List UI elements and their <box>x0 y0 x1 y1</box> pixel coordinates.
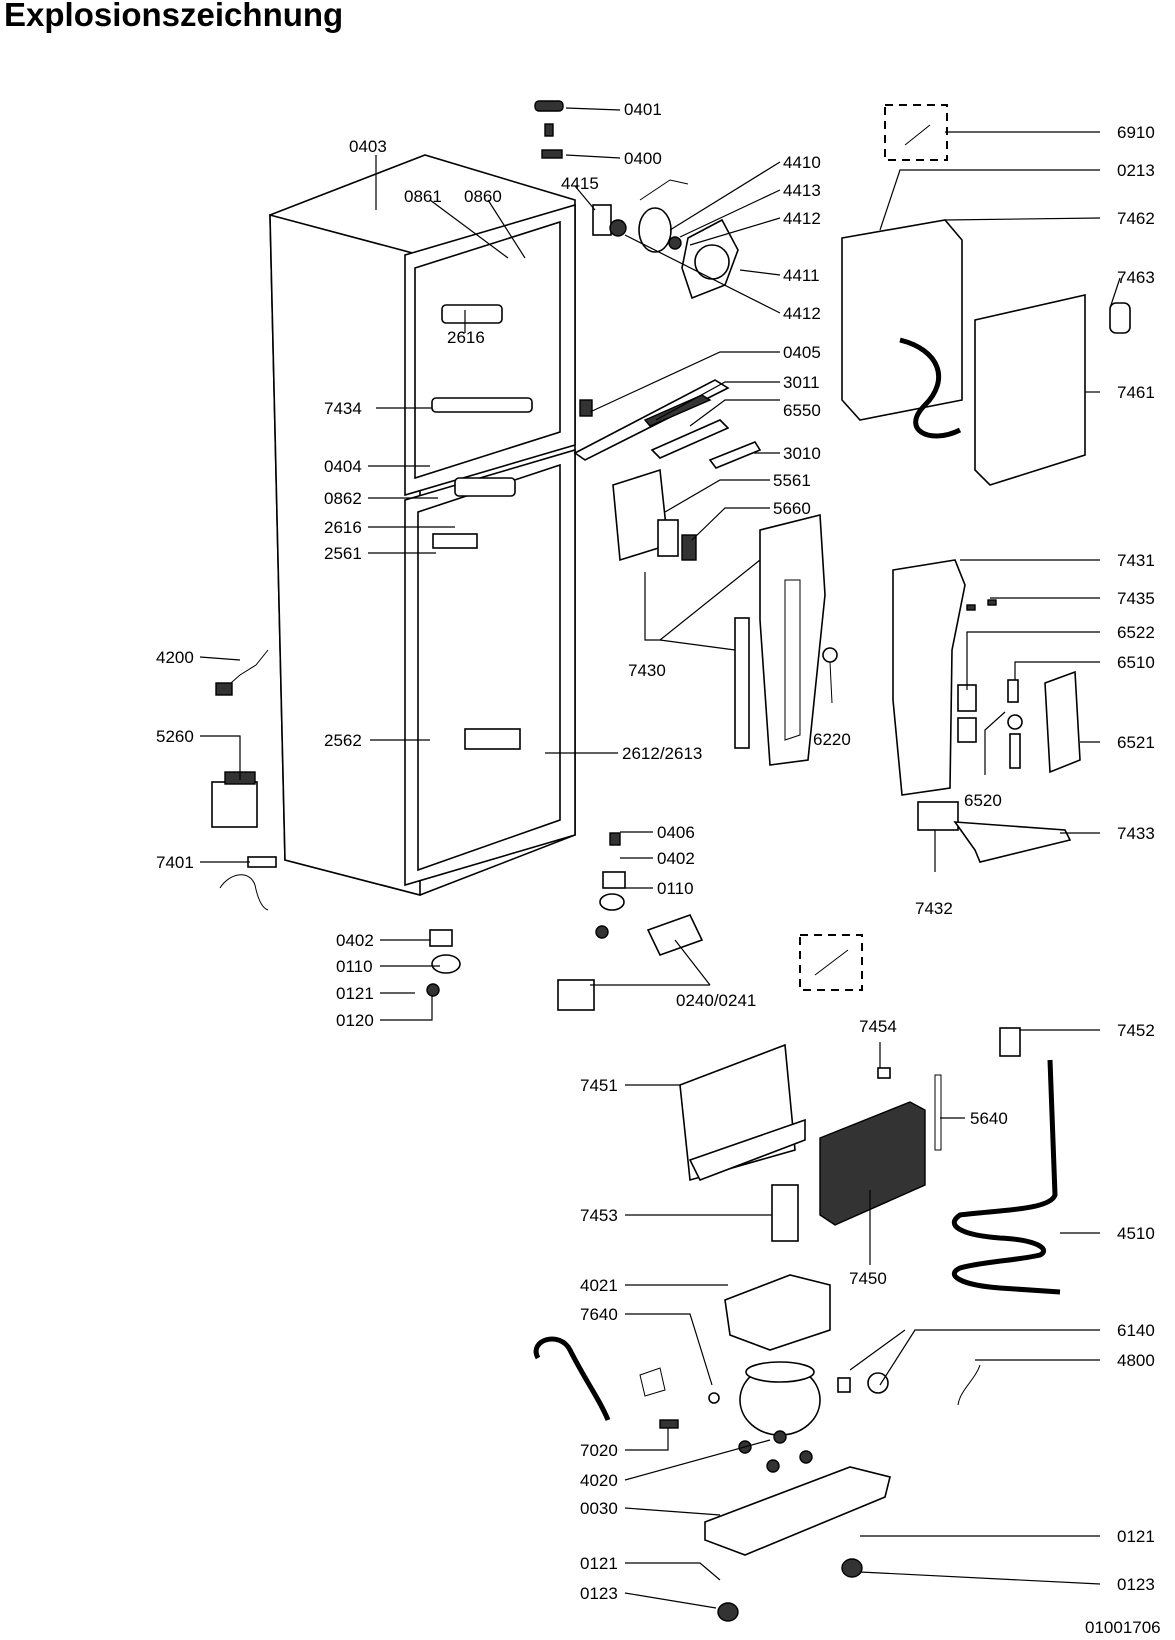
part-label: 0110 <box>336 957 373 976</box>
part-label: 4412 <box>783 304 821 323</box>
part-label: 2612/2613 <box>622 744 702 763</box>
part-label: 3010 <box>783 444 821 463</box>
leader-lines <box>199 107 1121 1609</box>
part-label: 7450 <box>849 1269 887 1288</box>
part-label: 7463 <box>1117 268 1155 287</box>
part-label: 0861 <box>404 187 442 206</box>
part-label: 7452 <box>1117 1021 1155 1040</box>
cabinet-body <box>269 154 576 897</box>
part-label: 5660 <box>773 499 811 518</box>
part-label: 0121 <box>336 984 374 1003</box>
part-label: 4415 <box>561 174 599 193</box>
part-label: 4021 <box>580 1276 618 1295</box>
part-label: 7434 <box>324 399 362 418</box>
part-label: 0406 <box>657 823 695 842</box>
part-label: 4510 <box>1117 1224 1155 1243</box>
part-label: 0404 <box>324 457 362 476</box>
part-label: 5260 <box>156 727 194 746</box>
part-label: 2561 <box>324 544 362 563</box>
part-label: 0400 <box>624 149 662 168</box>
part-label: 0030 <box>580 1499 618 1518</box>
part-label: 5561 <box>773 471 811 490</box>
part-label: 6220 <box>813 730 851 749</box>
part-label: 6521 <box>1117 733 1155 752</box>
part-label: 7451 <box>580 1076 618 1095</box>
part-label: 2616 <box>447 328 485 347</box>
part-label: 4412 <box>783 209 821 228</box>
part-label: 7433 <box>1117 824 1155 843</box>
part-labels: 0401 0400 4410 4413 4412 4411 4412 4415 … <box>156 100 1155 1603</box>
part-label: 7020 <box>580 1441 618 1460</box>
document-number: 01001706 <box>1085 1618 1161 1637</box>
part-label: 0110 <box>657 879 694 898</box>
part-label: 6140 <box>1117 1321 1155 1340</box>
part-label: 7430 <box>628 661 666 680</box>
part-label: 5640 <box>970 1109 1008 1128</box>
part-label: 7432 <box>915 899 953 918</box>
part-label: 0405 <box>783 343 821 362</box>
part-label: 7431 <box>1117 551 1155 570</box>
part-label: 0403 <box>349 137 387 156</box>
part-label: 7401 <box>156 853 194 872</box>
page-title: Explosionszeichnung <box>4 0 343 33</box>
part-label: 4200 <box>156 648 194 667</box>
part-label: 6520 <box>964 791 1002 810</box>
part-label: 0860 <box>464 187 502 206</box>
part-label: 6510 <box>1117 653 1155 672</box>
part-label: 2616 <box>324 518 362 537</box>
part-label: 7640 <box>580 1305 618 1324</box>
part-label: 0402 <box>657 849 695 868</box>
part-label: 0401 <box>624 100 662 119</box>
part-shapes <box>211 100 1131 1622</box>
part-label: 0213 <box>1117 161 1155 180</box>
part-label: 7454 <box>859 1017 897 1036</box>
part-label: 6522 <box>1117 623 1155 642</box>
part-label: 4800 <box>1117 1351 1155 1370</box>
part-label: 4411 <box>783 266 820 285</box>
part-label: 3011 <box>783 373 820 392</box>
part-label: 7461 <box>1117 383 1155 402</box>
part-label: 6910 <box>1117 123 1155 142</box>
part-label: 4410 <box>783 153 821 172</box>
part-label: 0402 <box>336 931 374 950</box>
part-label: 2562 <box>324 731 362 750</box>
part-label: 4020 <box>580 1471 618 1490</box>
part-label: 0240/0241 <box>676 991 756 1010</box>
part-label: 7462 <box>1117 209 1155 228</box>
part-label: 0121 <box>580 1554 618 1573</box>
part-label: 0123 <box>1117 1575 1155 1594</box>
part-label: 0862 <box>324 489 362 508</box>
part-label: 7435 <box>1117 589 1155 608</box>
part-label: 6550 <box>783 401 821 420</box>
part-label: 0120 <box>336 1011 374 1030</box>
part-label: 0121 <box>1117 1527 1155 1546</box>
part-label: 0123 <box>580 1584 618 1603</box>
part-label: 4413 <box>783 181 821 200</box>
part-label: 7453 <box>580 1206 618 1225</box>
